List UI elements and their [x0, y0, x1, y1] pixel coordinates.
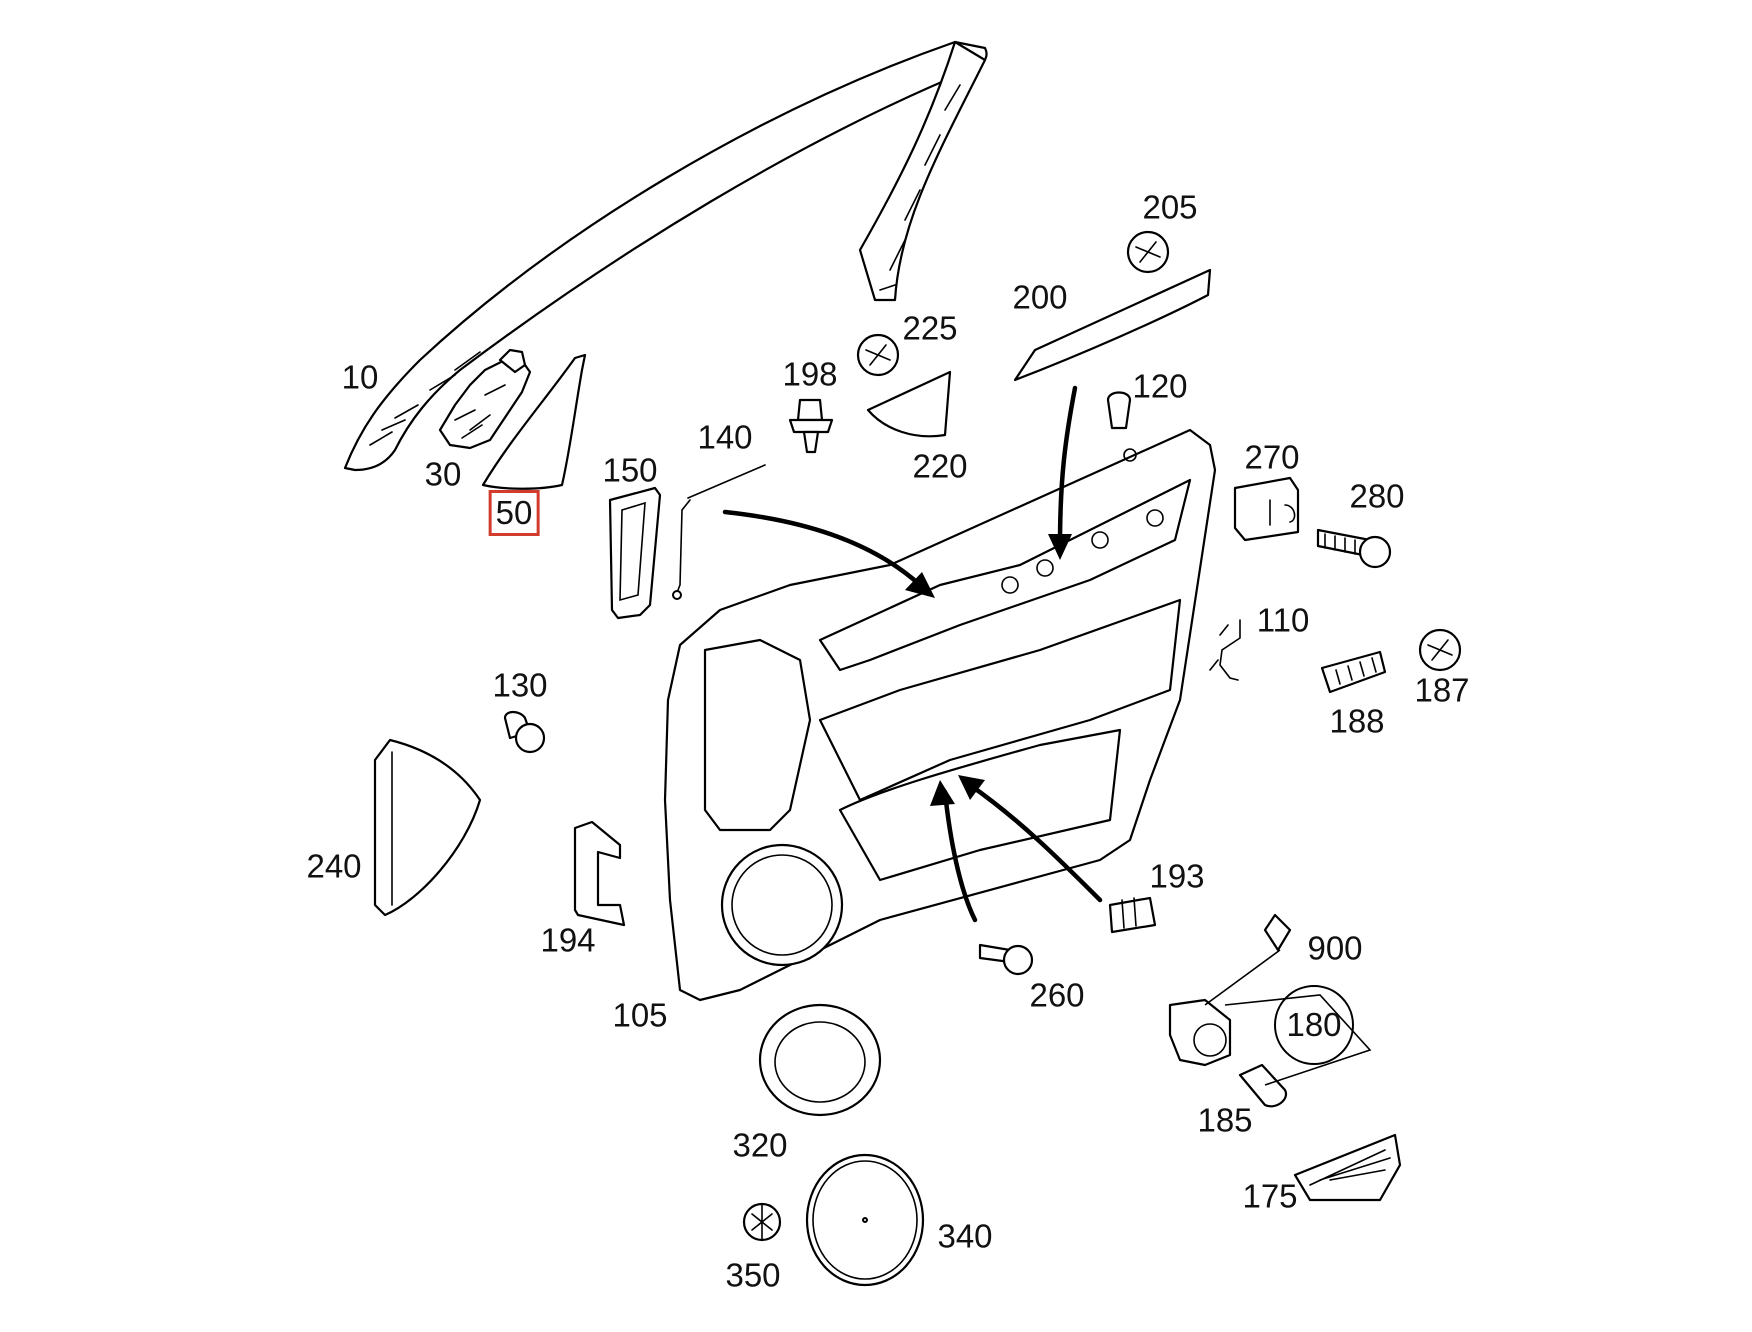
callout-120: 120: [1132, 367, 1188, 405]
part-225-nut: [856, 333, 900, 377]
callout-105: 105: [612, 996, 668, 1034]
part-205-nut: [1126, 230, 1170, 274]
assembly-arrows: [722, 385, 1103, 923]
part-180-lamp-socket: [1168, 998, 1232, 1067]
callout-130: 130: [492, 666, 548, 704]
part-280-screw: [1316, 528, 1392, 569]
callout-30: 30: [424, 455, 462, 493]
part-175-lamp-lens: [1293, 1133, 1402, 1202]
part-120-clip: [1106, 391, 1132, 430]
part-30-mirror-bracket: [438, 348, 532, 450]
part-130-clip: [503, 710, 546, 754]
callout-185: 185: [1197, 1101, 1253, 1139]
part-200-trim-strip: [1013, 268, 1212, 382]
part-240-panel-cover: [373, 738, 482, 917]
callout-200: 200: [1012, 278, 1068, 316]
part-260-screw: [978, 943, 1034, 976]
part-50-triangle-trim: [481, 353, 587, 490]
callout-140: 140: [697, 418, 753, 456]
callout-270: 270: [1244, 438, 1300, 476]
part-340-speaker-cover: [805, 1153, 925, 1287]
callout-188: 188: [1329, 702, 1385, 740]
part-188-vent-grille: [1320, 650, 1387, 694]
part-350-emblem: [742, 1202, 782, 1242]
callout-175: 175: [1242, 1177, 1298, 1215]
callout-180: 180: [1274, 985, 1354, 1065]
callout-320: 320: [732, 1126, 788, 1164]
part-140-lock-rod: [672, 464, 766, 600]
callout-340: 340: [937, 1217, 993, 1255]
callout-280: 280: [1349, 477, 1405, 515]
part-270-switch: [1233, 476, 1300, 542]
part-10-frame-trim: [343, 40, 988, 472]
part-900-bulb: [1263, 913, 1292, 952]
callout-193: 193: [1149, 857, 1205, 895]
callout-225: 225: [902, 309, 958, 347]
callout-50[interactable]: 50: [488, 490, 540, 536]
part-150-handle-bezel: [608, 486, 662, 620]
callout-240: 240: [306, 847, 362, 885]
part-105-door-panel: [663, 428, 1217, 1002]
part-194-bracket: [573, 820, 626, 927]
part-220-small-trim: [866, 370, 952, 438]
part-185-bulb: [1238, 1063, 1288, 1108]
part-198-push-clip: [788, 398, 834, 454]
callout-194: 194: [540, 921, 596, 959]
callout-260: 260: [1029, 976, 1085, 1014]
callout-110: 110: [1256, 601, 1310, 639]
callout-350: 350: [725, 1256, 781, 1294]
callout-205: 205: [1142, 188, 1198, 226]
part-110-bracket: [1209, 619, 1241, 681]
callout-10: 10: [341, 358, 379, 396]
part-187-nut: [1418, 628, 1462, 672]
callout-220: 220: [912, 447, 968, 485]
part-320-speaker-ring: [758, 1003, 882, 1117]
callout-198: 198: [782, 355, 838, 393]
part-193-connector: [1108, 896, 1157, 934]
callout-187: 187: [1414, 671, 1470, 709]
callout-900: 900: [1307, 929, 1363, 967]
callout-150: 150: [602, 451, 658, 489]
